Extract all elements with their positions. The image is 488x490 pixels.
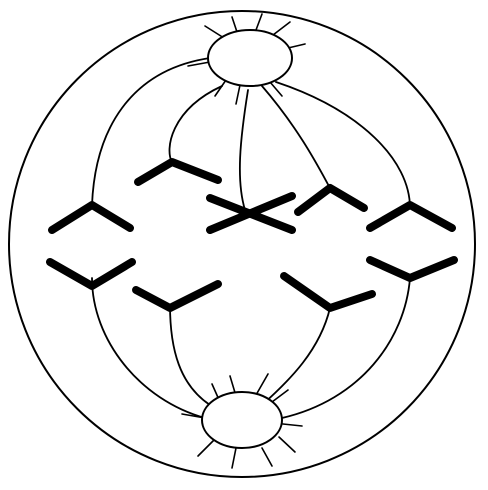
chromosome-left-upper	[52, 205, 130, 230]
chromosome-center-left-lower	[136, 284, 218, 308]
chromosome-crossed-pair	[210, 196, 292, 230]
centrosome-bottom	[202, 392, 282, 448]
chromosome-center-right-lower	[284, 276, 372, 308]
spindle-fiber-inner-left	[169, 86, 222, 405]
chromosomes	[50, 162, 454, 308]
spindle-fibers	[92, 58, 410, 418]
chromosome-right-lower	[370, 260, 454, 278]
spindle-fiber-outer-left	[92, 58, 210, 418]
centrosome-top	[208, 30, 292, 86]
spindle-fiber-outer-right	[276, 82, 410, 418]
chromosome-center-left-upper	[138, 162, 218, 182]
spindle-fiber-center	[240, 90, 248, 210]
spindle-pole-bottom	[182, 374, 302, 468]
chromosome-left-lower	[50, 262, 132, 286]
chromosome-center-right-upper	[298, 188, 364, 212]
spindle-fiber-inner-right	[262, 86, 330, 405]
chromosome-right-upper	[370, 205, 452, 228]
